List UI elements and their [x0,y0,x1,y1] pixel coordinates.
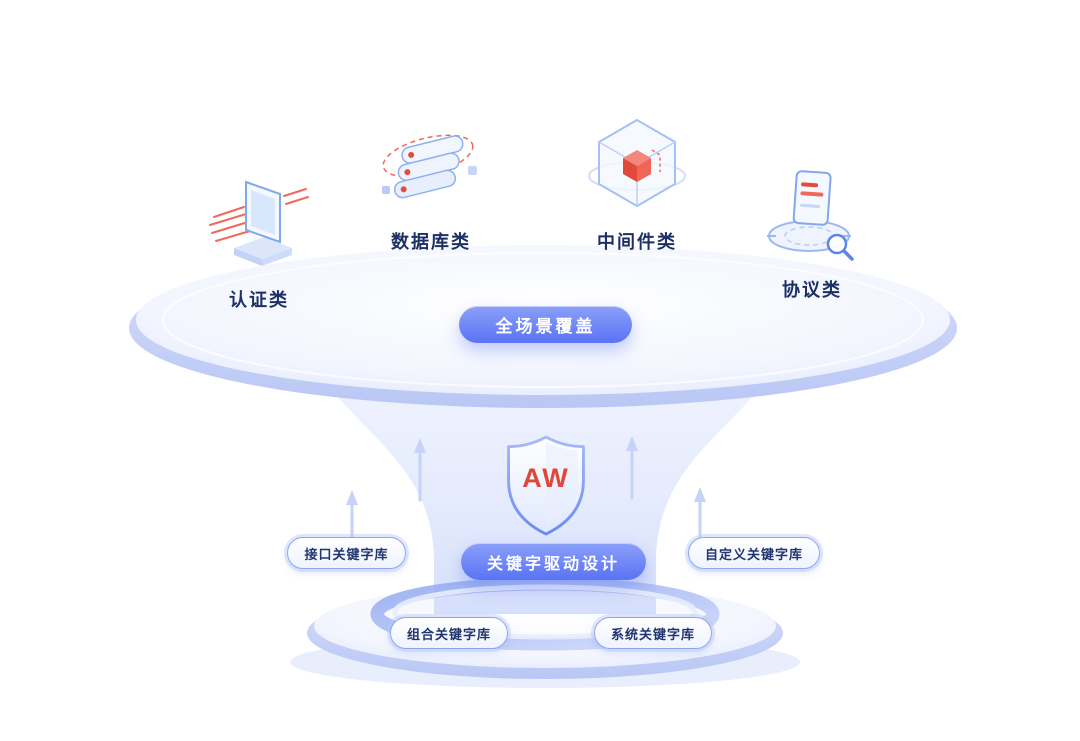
top-platform-highlight [162,252,924,388]
category-auth: 认证类 [199,170,319,312]
keyword-pill-system: 系统关键字库 [594,617,712,649]
design-badge: 关键字驱动设计 [461,543,646,580]
base-inner-ring [370,577,720,651]
category-label: 数据库类 [391,232,471,252]
category-database: 数据库类 [369,112,493,254]
keyword-pill-interface: 接口关键字库 [287,537,406,569]
coverage-badge: 全场景覆盖 [459,306,632,343]
shield-label: AW [522,462,570,493]
category-label: 中间件类 [597,232,677,252]
protocol-doc-icon [767,170,854,261]
category-label: 协议类 [782,280,842,300]
keyword-pill-combined: 组合关键字库 [390,617,508,649]
keyword-pill-custom: 自定义关键字库 [688,537,820,569]
category-middleware: 中间件类 [580,112,694,254]
middleware-cube-icon [588,119,686,207]
database-stack-icon [382,134,477,199]
shield-icon [507,435,585,536]
category-label: 认证类 [229,290,289,310]
base-inner-ring-highlight [392,584,698,640]
category-protocol: 协议类 [755,160,869,302]
auth-screen-icon [209,180,309,266]
